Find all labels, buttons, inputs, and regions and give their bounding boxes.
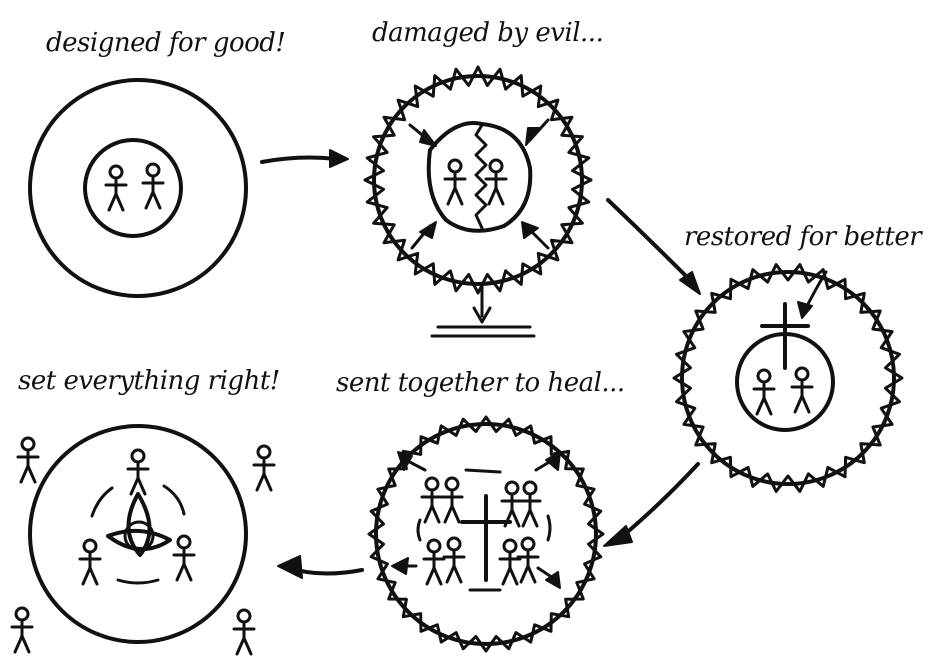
person-figure [234,610,254,654]
arrow-sent-to-set-right [278,556,362,578]
evil-jagged-ring [365,67,591,293]
person-figure [424,540,444,584]
person-figure [486,160,506,204]
community-arcs [92,486,184,583]
person-figure [422,478,442,522]
person-figure [128,450,148,494]
outer-circle [30,426,246,642]
down-arrow-to-equals [432,286,534,336]
crack-line [476,125,486,228]
person-figure [18,438,38,482]
stage-damaged [365,67,591,336]
person-figure [174,536,194,580]
person-figure [254,446,274,490]
person-figure [502,482,522,526]
cross-icon [462,496,510,580]
stage-sent [369,417,603,651]
inner-circle [85,140,181,236]
stage-restored [674,265,902,492]
person-figure [442,478,462,522]
trinity-knot-icon [108,494,170,555]
person-figure [520,482,540,526]
person-figure [106,166,126,210]
person-figure [754,370,774,414]
person-figure [143,164,163,208]
person-figure [445,160,465,204]
person-figure [444,538,464,582]
person-figure [80,540,100,584]
stage-set-right [12,426,274,654]
person-figure [792,368,812,412]
stage-designed [30,80,246,296]
arrow-restored-to-sent [604,464,698,546]
arrow-designed-to-damaged [262,150,348,167]
person-figure [500,540,520,584]
outer-circle [30,80,246,296]
healed-jagged-ring [674,265,902,492]
person-figure [12,608,32,652]
outer-circle [374,76,582,284]
arrow-damaged-to-restored [608,200,700,294]
